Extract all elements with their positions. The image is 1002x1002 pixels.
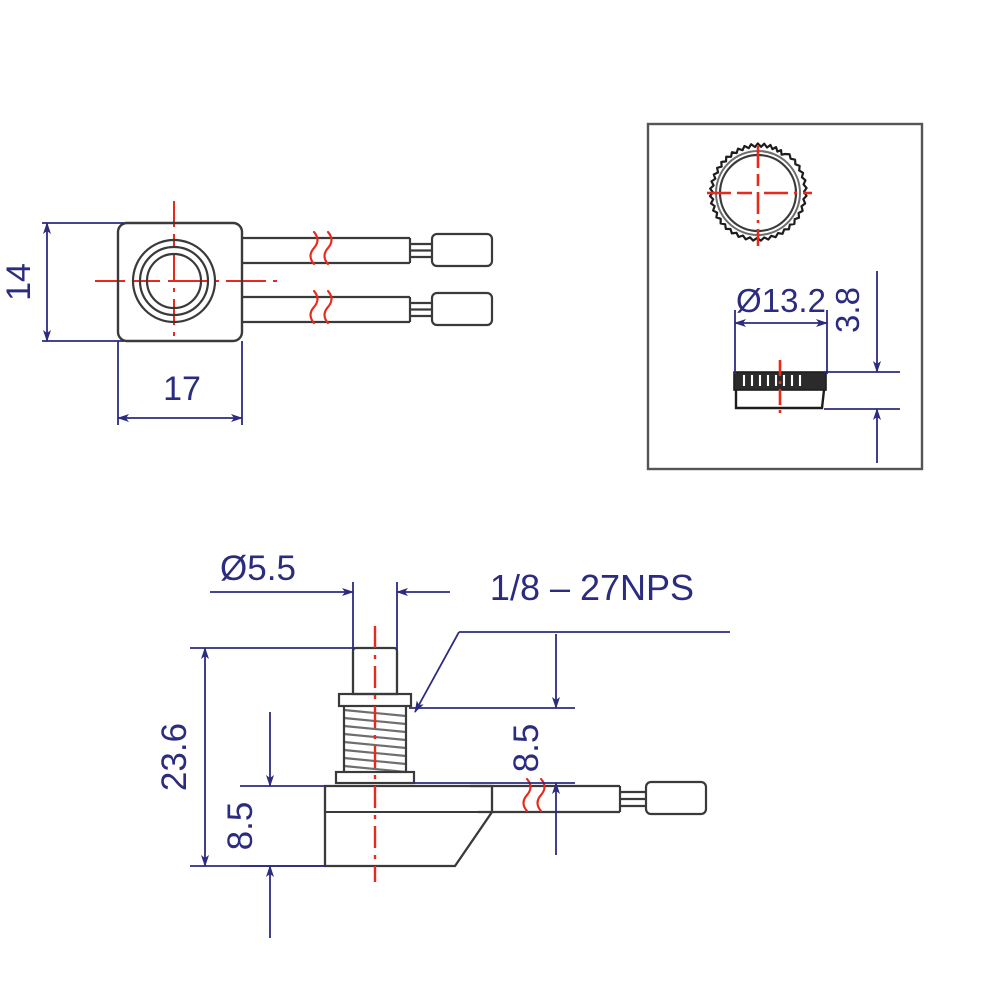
dimension-thread-spec: 1/8 – 27NPS	[414, 567, 730, 713]
dimension-thk-3-8-label: 3.8	[829, 287, 866, 333]
nut-detail-panel: Ø13.2 3.8	[646, 122, 924, 471]
dimension-dia-5-5: Ø5.5	[210, 549, 450, 650]
dimension-width-17: 17	[117, 341, 243, 425]
dimension-dia-5-5-label: Ø5.5	[220, 549, 296, 588]
nut-panel-border	[646, 122, 924, 471]
dimension-thread-spec-label: 1/8 – 27NPS	[490, 567, 694, 608]
nut-side-view	[733, 360, 827, 418]
dimension-body-8-5-left-label: 8.5	[221, 802, 260, 851]
dimension-thread-8-5-right: 8.5	[409, 634, 575, 855]
dimension-height-14: 14	[0, 222, 124, 342]
dimension-body-8-5-left: 8.5	[221, 712, 325, 938]
dimension-dia-13-2: Ø13.2	[734, 282, 828, 374]
dimension-thk-3-8: 3.8	[824, 271, 900, 463]
dimension-total-23-6-label: 23.6	[155, 723, 194, 791]
nut-base-profile	[734, 389, 826, 410]
knurled-nut-top-view	[707, 142, 812, 246]
top-view-group: 14 17	[0, 201, 494, 425]
knurl-teeth-path	[708, 142, 808, 242]
nut-knurl-ticks	[742, 375, 802, 386]
side-view-body-outline	[323, 784, 494, 868]
top-view-boss-circles	[131, 238, 217, 324]
nut-top-centerlines	[707, 146, 812, 246]
dimension-thread-8-5-right-label: 8.5	[507, 724, 546, 773]
dimension-width-17-label: 17	[163, 370, 201, 408]
side-view-thread-envelope	[342, 706, 408, 772]
dimension-height-14-label: 14	[0, 263, 38, 301]
top-view-body-outline	[116, 221, 244, 343]
dimension-dia-13-2-label: Ø13.2	[736, 282, 826, 319]
top-view-wire-upper	[242, 232, 494, 268]
side-view-group: Ø5.5 1/8 – 27NPS 23.6	[155, 549, 730, 938]
top-view-break-symbol-upper	[309, 230, 333, 266]
side-view-lower-collar	[334, 770, 416, 785]
top-view-break-symbol-lower	[309, 289, 333, 325]
